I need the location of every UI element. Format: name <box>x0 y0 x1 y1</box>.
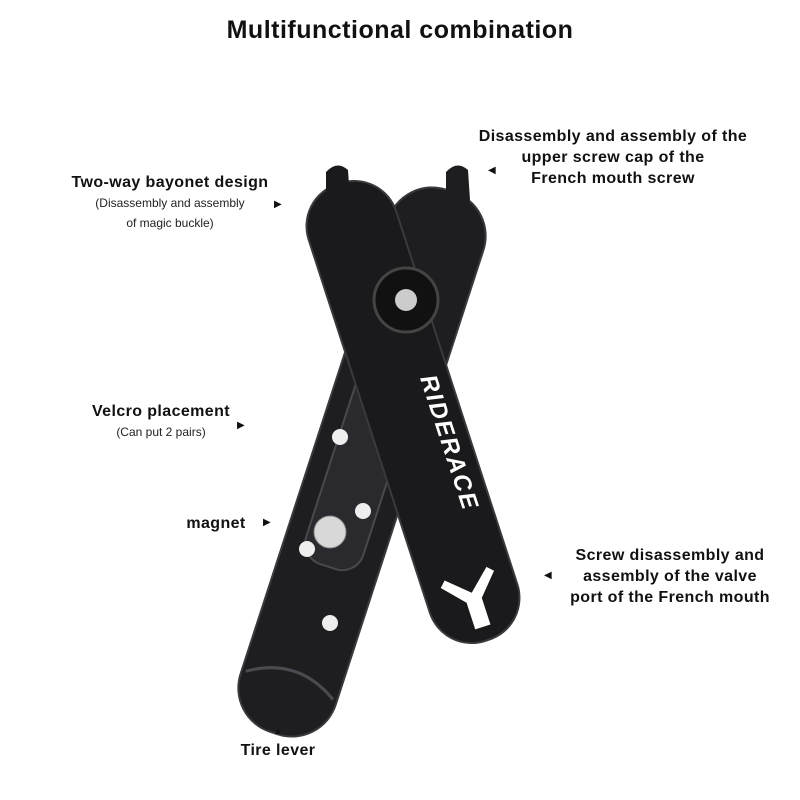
velcro-hole <box>332 429 348 445</box>
label-bayonet: Two-way bayonet design (Disassembly and … <box>71 174 269 230</box>
y-slot <box>440 566 495 630</box>
label-magnet: magnet <box>186 515 246 532</box>
velcro-hole <box>322 615 338 631</box>
page-title: Multifunctional combination <box>226 16 574 44</box>
magnet-icon <box>313 515 347 549</box>
label-valve: Screw disassembly and assembly of the va… <box>570 547 770 606</box>
velcro-hole <box>355 503 371 519</box>
arrow-up-icon: ▲ <box>273 726 283 737</box>
label-screw-cap: Disassembly and assembly of the upper sc… <box>478 128 748 187</box>
jaw-left <box>317 165 350 240</box>
velcro-hole <box>299 541 315 557</box>
arrow-right-icon: ▶ <box>274 199 282 210</box>
jaw-right <box>437 165 470 240</box>
arrow-right-icon: ▶ <box>263 517 271 528</box>
label-velcro: Velcro placement (Can put 2 pairs) <box>91 403 231 439</box>
label-tire-lever: Tire lever <box>240 742 316 759</box>
arrow-left-icon: ◀ <box>488 165 496 176</box>
arrow-left-icon: ◀ <box>544 570 552 581</box>
arrow-right-icon: ▶ <box>237 420 245 431</box>
